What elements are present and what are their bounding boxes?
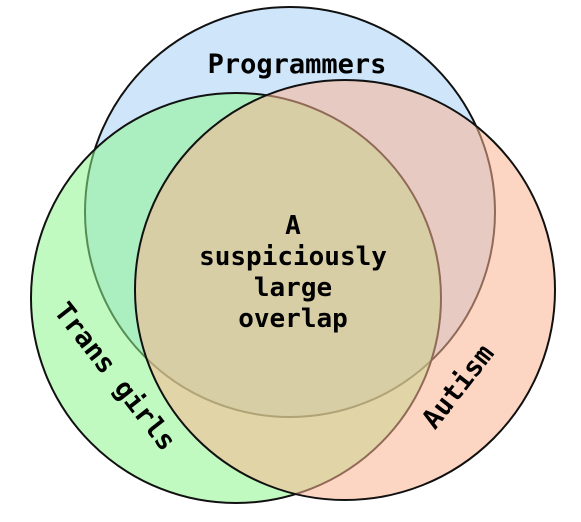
overlap-label: A suspiciously large overlap [199,211,387,334]
overlap-label-line-2: suspiciously [199,242,387,272]
autism-circle [134,79,556,501]
overlap-label-line-1: A [285,211,301,241]
overlap-label-line-3: large [254,273,332,303]
overlap-label-line-4: overlap [238,304,348,334]
set-circles [30,6,556,504]
programmers-label: Programmers [208,49,387,80]
